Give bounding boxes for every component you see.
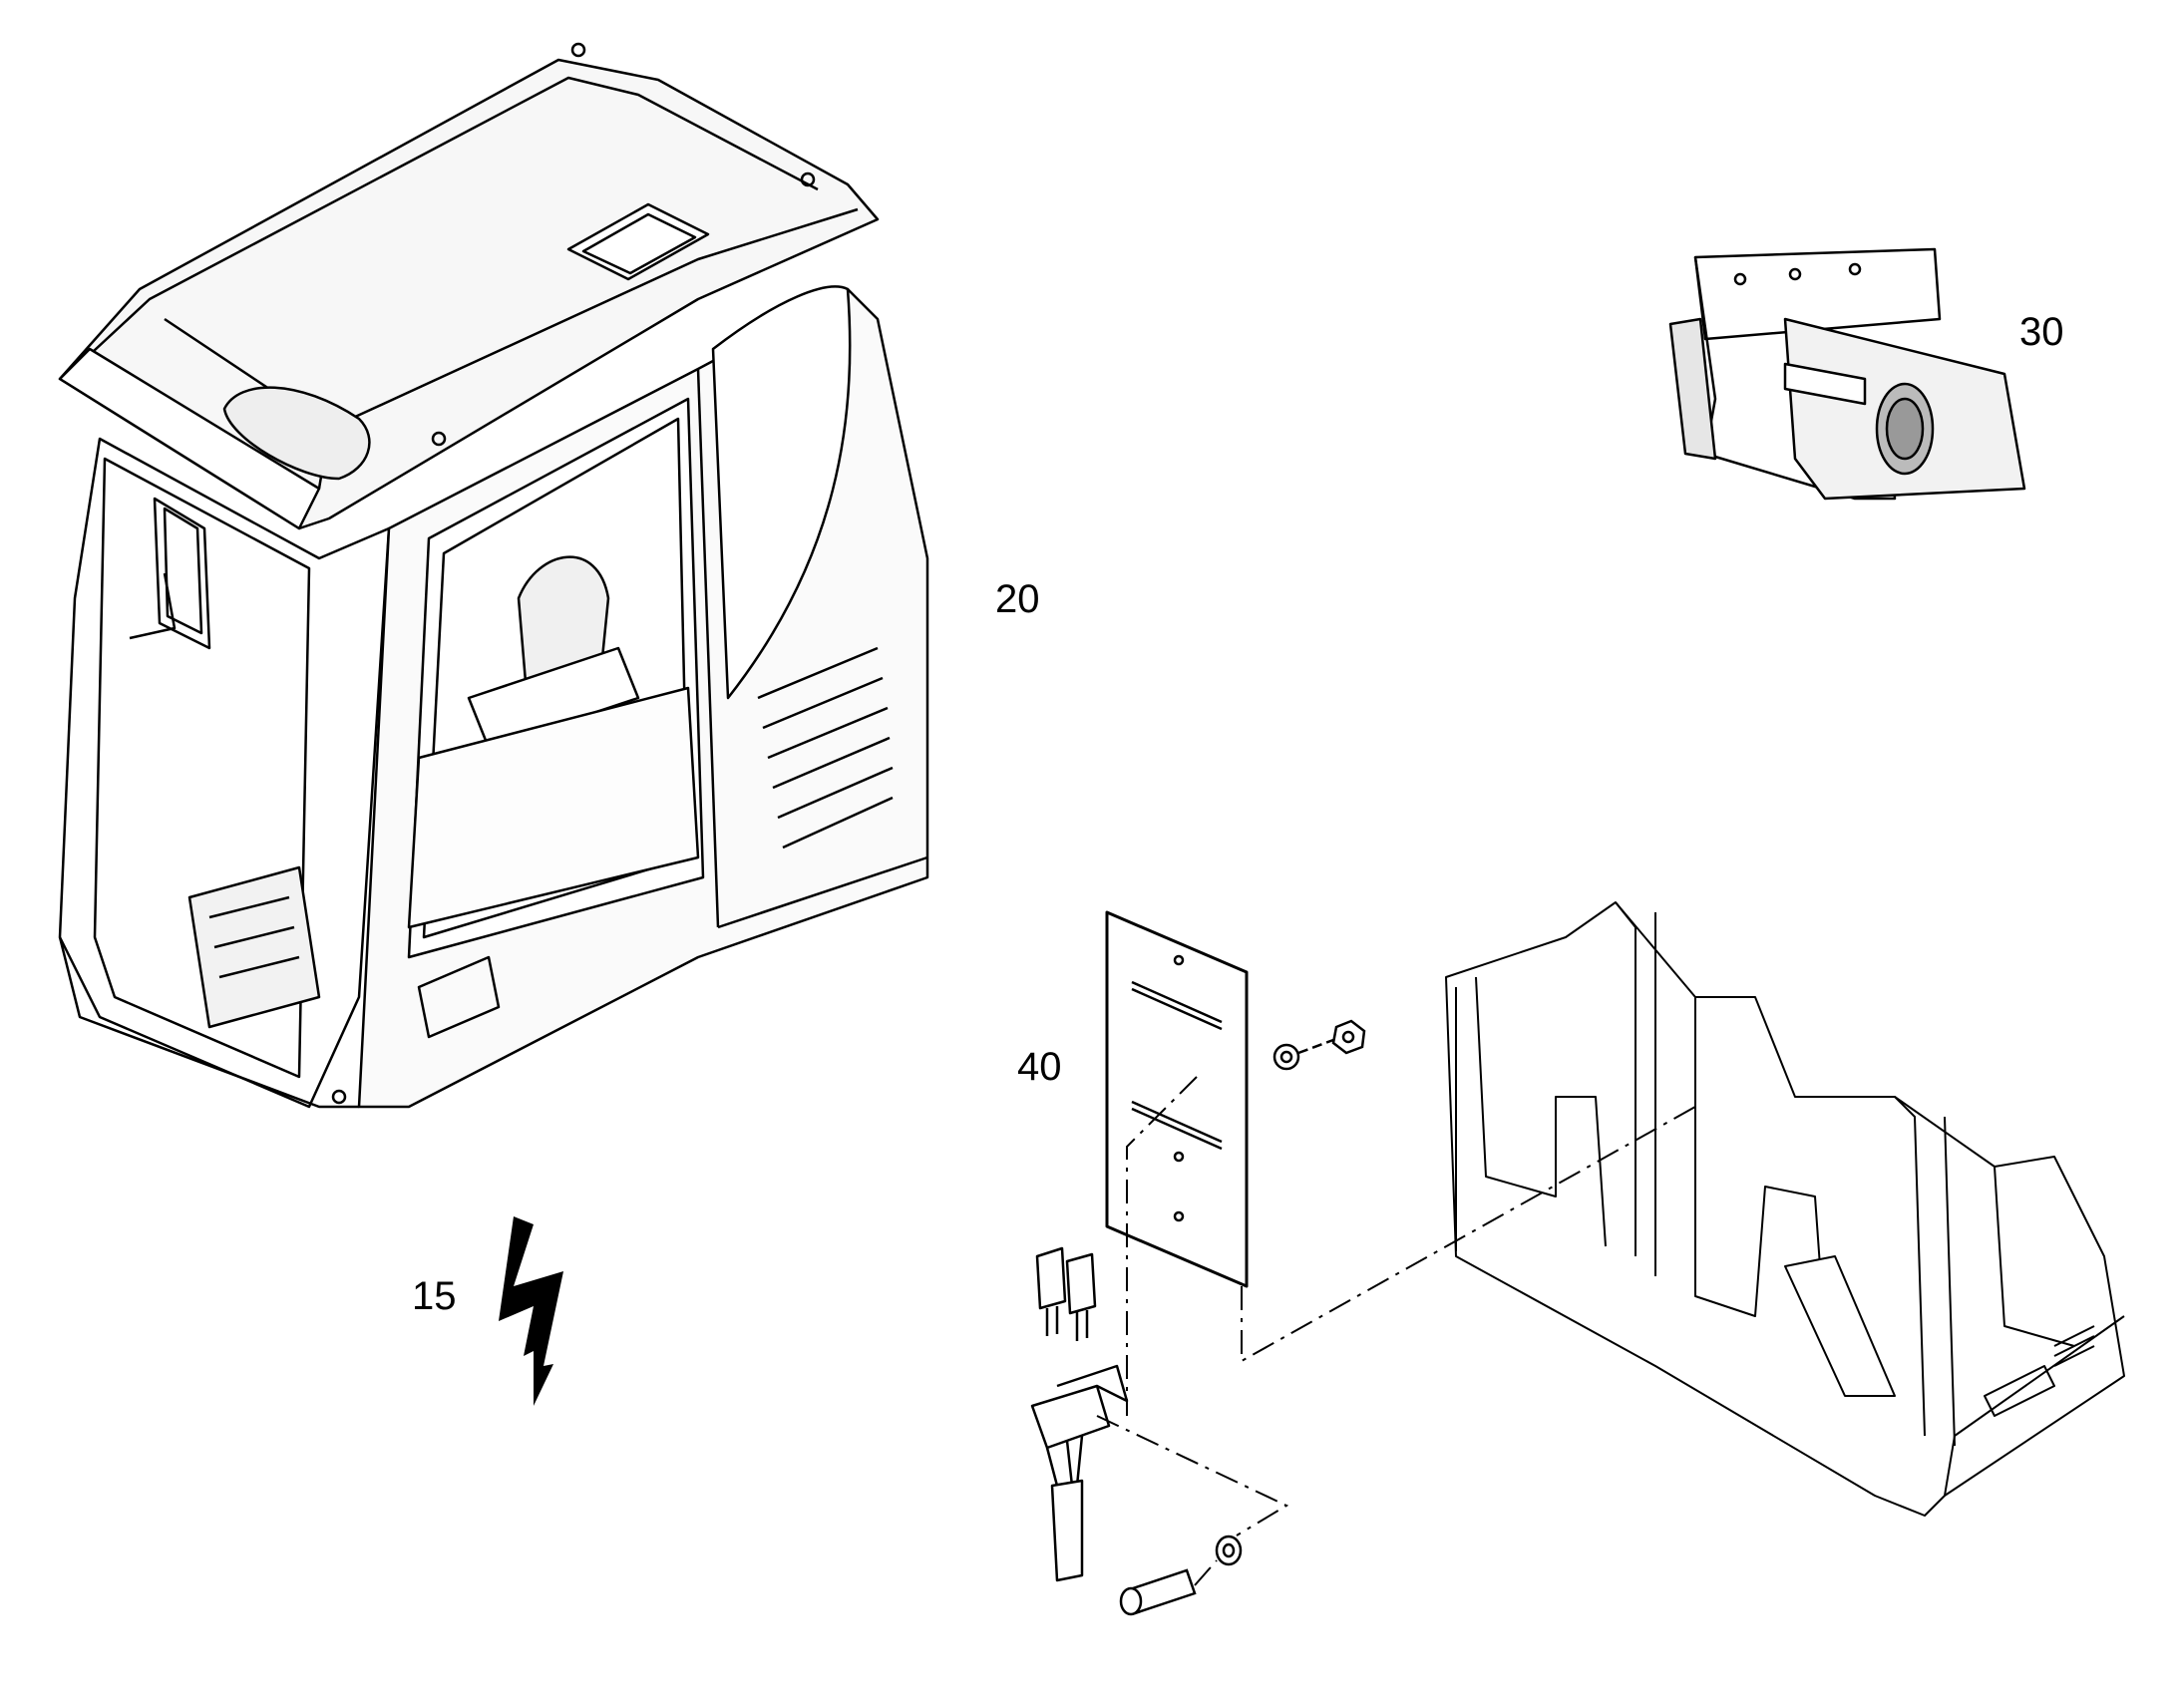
bracket-frame-icon bbox=[1445, 901, 2125, 1517]
assembly-guide-lines bbox=[1096, 1076, 1696, 1586]
nut-washer-icon bbox=[1272, 1019, 1366, 1071]
callout-40: 40 bbox=[1017, 1045, 1062, 1089]
operator-cab-icon bbox=[58, 42, 929, 1109]
callout-labels: 15 20 30 40 bbox=[412, 310, 2064, 1318]
lightning-bolt-icon bbox=[499, 1216, 563, 1406]
fuse-connector-icon bbox=[1030, 1246, 1129, 1582]
callout-20: 20 bbox=[995, 577, 1040, 621]
callout-15: 15 bbox=[412, 1274, 457, 1318]
camera-icon bbox=[1668, 247, 2026, 501]
screw-washer-icon bbox=[1119, 1535, 1243, 1616]
mounting-plate-icon bbox=[1105, 910, 1249, 1288]
callout-30: 30 bbox=[2019, 310, 2064, 354]
